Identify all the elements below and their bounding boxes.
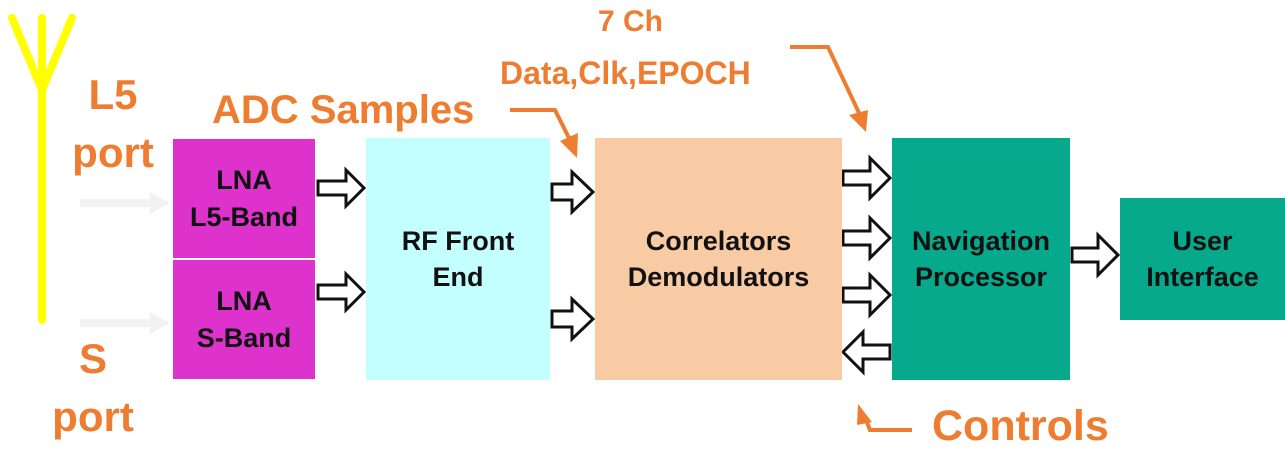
correlators-demodulators-block: Correlators Demodulators (595, 138, 842, 380)
adc-samples-label: ADC Samples (212, 88, 475, 132)
nav-processor-line-1: Navigation (911, 225, 1051, 256)
correlators-line-2: Demodulators (627, 262, 810, 292)
arrow-corr-to-nav-3 (841, 271, 893, 319)
user-interface-block: User Interface (1120, 198, 1285, 320)
antenna-feed-arrows (80, 192, 170, 334)
rf-front-end-line-2: End (432, 262, 484, 292)
signal-flow-arrows (316, 154, 1121, 376)
correlators-line-1: Correlators (645, 225, 792, 256)
l5-port-label: L5 port (68, 66, 158, 182)
lna-l5-line-2: L5-Band (190, 201, 298, 232)
lna-l5-band-block: LNA L5-Band (173, 139, 315, 258)
adc-samples-arrowhead (560, 133, 578, 158)
lna-l5-line-1: LNA (216, 165, 272, 196)
user-interface-line-2: Interface (1146, 262, 1259, 292)
s-port-label: S port (48, 330, 138, 446)
lna-s-band-block: LNA S-Band (173, 260, 315, 379)
s-port-line-1: S (78, 335, 107, 382)
l5-port-line-2: port (72, 129, 154, 176)
arrow-lna-l5-to-rf (316, 166, 367, 210)
arrow-corr-to-nav-1 (841, 154, 893, 202)
arrow-corr-to-nav-2 (841, 214, 893, 262)
channel-signals-label: Data,Clk,EPOCH (500, 55, 751, 91)
rf-front-end-block: RF Front End (366, 138, 550, 380)
arrow-nav-to-ui (1070, 231, 1121, 279)
lna-s-line-2: S-Band (196, 322, 292, 353)
user-interface-line-1: User (1172, 225, 1233, 256)
nav-processor-line-2: Processor (914, 262, 1048, 292)
arrow-rf-to-corr-1 (550, 168, 596, 216)
controls-label: Controls (932, 402, 1109, 450)
lna-s-line-1: LNA (216, 286, 272, 317)
rf-front-end-line-1: RF Front (401, 225, 515, 256)
arrow-rf-to-corr-2 (550, 295, 596, 343)
antenna-icon (8, 14, 76, 324)
channel-arrowhead (849, 110, 868, 132)
arrow-lna-s-to-rf (316, 270, 367, 314)
arrow-nav-to-corr (840, 328, 892, 376)
controls-arrowhead (857, 404, 872, 425)
navigation-processor-block: Navigation Processor (892, 138, 1070, 380)
channel-count-label: 7 Ch (598, 5, 664, 38)
callout-arrows (510, 45, 912, 432)
s-port-line-2: port (52, 393, 134, 440)
l5-port-line-1: L5 (88, 71, 138, 118)
